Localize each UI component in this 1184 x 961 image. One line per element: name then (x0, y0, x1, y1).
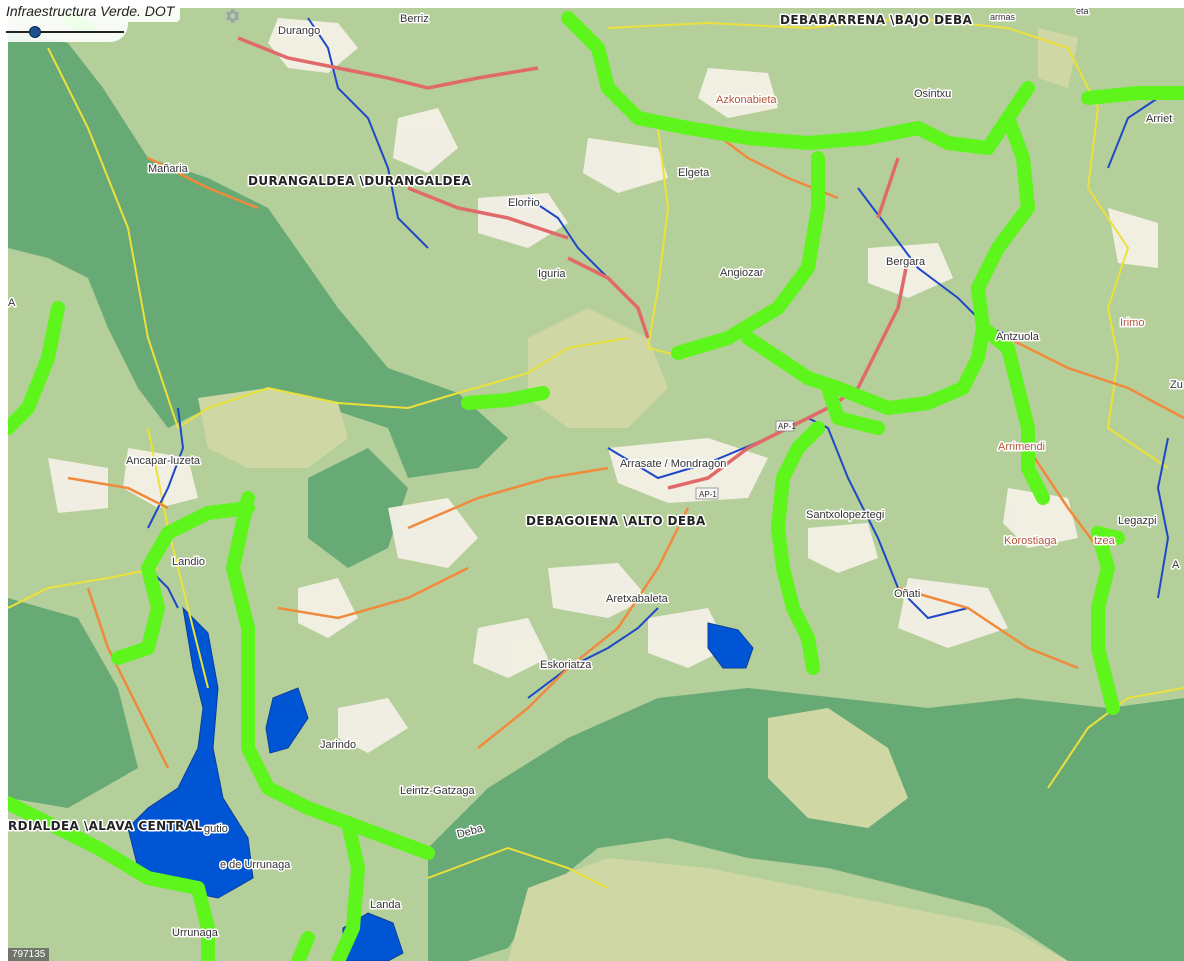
place-label: Mañaria (148, 163, 189, 175)
rivers (147, 17, 1170, 699)
place-label: armas (990, 12, 1016, 22)
place-label: Arrasate / Mondragon (620, 458, 726, 470)
road-shields: AP-1 AP-1 (695, 420, 796, 500)
gear-icon (226, 9, 240, 23)
region-label: DEBAGOIENA \ALTO DEBA (526, 514, 706, 528)
place-label: Bergara (886, 256, 926, 268)
slider-track[interactable] (6, 31, 124, 33)
place-label: Oñati (894, 588, 920, 600)
svg-text:AP-1: AP-1 (699, 490, 717, 499)
road-shield: AP-1 (695, 487, 719, 500)
place-label-peak: tzea (1094, 535, 1116, 547)
map-layer: AP-1 AP-1 Berriz Durango Mañaria Elorrio… (8, 8, 1184, 961)
road-shield: AP-1 (775, 420, 796, 432)
place-label: Landa (370, 899, 401, 911)
place-label: Leintz-Gatzaga (400, 785, 475, 797)
forest-areas (8, 28, 1184, 961)
place-label: Elgeta (678, 167, 710, 179)
place-label: Eskoriatza (540, 659, 592, 671)
place-label: Iguria (538, 268, 566, 280)
reservoirs (127, 606, 754, 961)
place-label-peak: Korostiaga (1004, 535, 1057, 547)
place-label: e de Urrunaga (220, 859, 291, 871)
svg-text:AP-1: AP-1 (778, 422, 796, 431)
region-label: DEBABARRENA \BAJO DEBA (780, 13, 973, 27)
layer-opacity-slider[interactable] (0, 22, 128, 42)
place-label: Durango (278, 25, 320, 37)
place-label: eta (1076, 8, 1089, 16)
map-canvas[interactable]: AP-1 AP-1 Berriz Durango Mañaria Elorrio… (8, 8, 1184, 961)
place-label-peak: Irimo (1120, 317, 1144, 329)
admin-boundaries (8, 16, 1184, 889)
place-label: Landio (172, 556, 205, 568)
place-label-peak: Azkonabieta (716, 94, 777, 106)
urban-areas (48, 18, 1158, 753)
slider-knob[interactable] (29, 26, 42, 38)
place-label: A (8, 297, 16, 309)
place-label: Elorrio (508, 197, 540, 209)
place-label: Zu (1170, 379, 1183, 391)
layer-title: Infraestructura Verde. DOT (0, 0, 181, 22)
region-labels: DEBABARRENA \BAJO DEBA DURANGALDEA \DURA… (8, 12, 974, 835)
place-label: Osintxu (914, 88, 951, 100)
place-label: A (1172, 559, 1180, 571)
layer-title-text: Infraestructura Verde. DOT (6, 3, 175, 19)
place-label: Angiozar (720, 267, 764, 279)
layer-settings-button[interactable] (222, 6, 242, 26)
place-label: gutio (204, 823, 228, 835)
main-roads (67, 127, 1184, 769)
place-label: Aretxabaleta (606, 593, 669, 605)
place-label: Legazpi (1118, 515, 1157, 527)
place-label-peak: Arrimendi (998, 441, 1045, 453)
region-label: RDIALDEA \ALAVA CENTRAL (8, 819, 203, 833)
place-label: Jarindo (320, 739, 356, 751)
region-label: DURANGALDEA \DURANGALDEA (248, 174, 471, 188)
place-label: Ancapar-luzeta (126, 455, 201, 467)
place-label: Berriz (400, 13, 429, 25)
place-label: Antzuola (996, 331, 1040, 343)
place-label: Santxolopeztegi (806, 509, 884, 521)
coordinate-readout: 797135 (8, 948, 50, 961)
place-label: Arriet (1146, 113, 1172, 125)
place-labels: Berriz Durango Mañaria Elorrio Elgeta Ig… (8, 8, 1184, 941)
meadow-areas (198, 28, 1078, 961)
place-label: Urrunaga (172, 927, 219, 939)
